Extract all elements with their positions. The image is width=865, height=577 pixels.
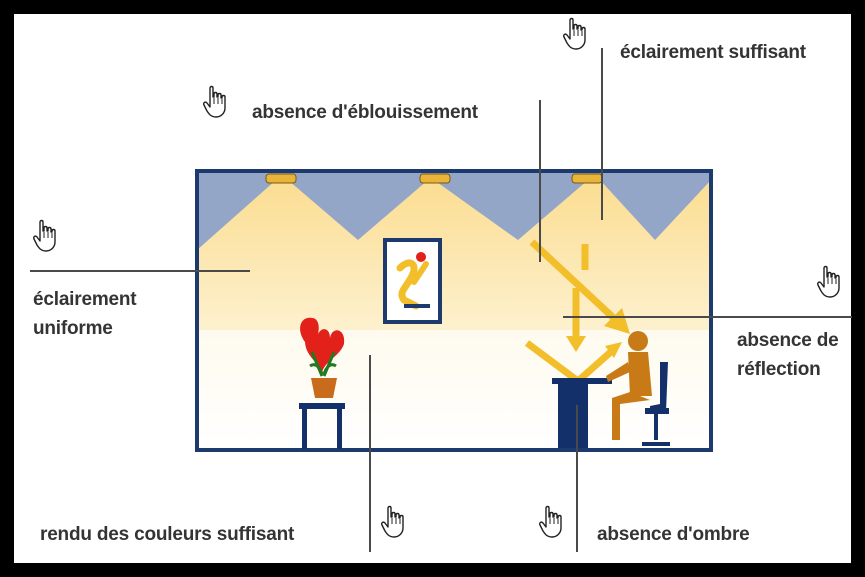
label-color-rendering: rendu des couleurs suffisant [40, 523, 294, 547]
hand-pointer-icon [204, 87, 225, 118]
wall-painting [385, 240, 440, 322]
hand-pointer-icon [34, 221, 55, 252]
hand-pointer-icon [818, 267, 839, 298]
lamp [572, 174, 602, 183]
lamp [420, 174, 450, 183]
label-no-reflection-1: absence de [737, 329, 839, 353]
label-no-reflection-2: réflection [737, 358, 821, 382]
label-no-glare: absence d'éblouissement [252, 101, 478, 125]
hand-pointer-icon [564, 19, 585, 50]
hand-pointer-icon [382, 507, 403, 538]
label-no-shadow: absence d'ombre [597, 523, 750, 547]
label-uniform-lighting-2: uniforme [33, 317, 113, 341]
lamp [266, 174, 296, 183]
hand-pointer-icon [540, 507, 561, 538]
label-uniform-lighting-1: éclairement [33, 288, 136, 312]
label-sufficient-lighting: éclairement suffisant [620, 41, 806, 65]
